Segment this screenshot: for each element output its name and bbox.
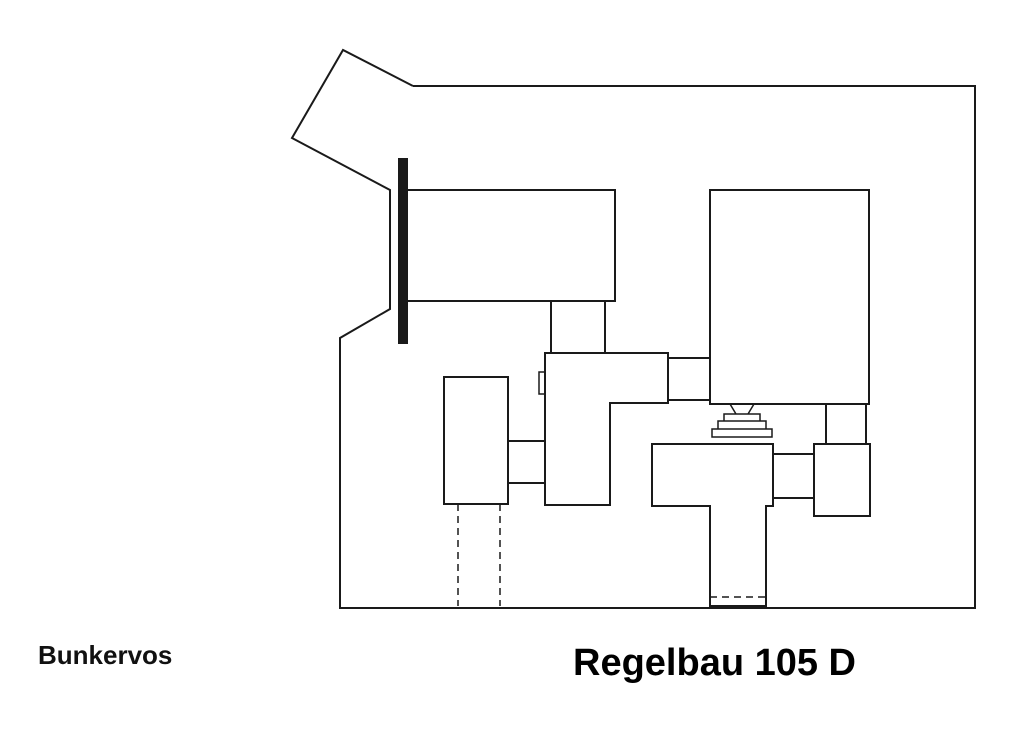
dashed-extension-left	[457, 504, 501, 606]
passage-left-center	[507, 440, 546, 484]
room-central	[544, 352, 669, 506]
entrance-armor-plate	[398, 158, 408, 344]
outer-outline	[290, 48, 976, 609]
stair-steps	[711, 403, 773, 438]
room-top-right	[709, 189, 870, 405]
passage-center-right	[667, 357, 711, 401]
central-room-notch	[538, 371, 546, 395]
room-left	[443, 376, 509, 505]
passage-lower-right	[772, 453, 815, 499]
credit-text: Bunkervos	[38, 640, 173, 670]
room-bottom-right	[813, 443, 871, 517]
corridor-right	[825, 403, 867, 445]
room-top-left	[405, 189, 616, 302]
corridor-upper	[550, 300, 606, 354]
plan-title: Regelbau 105 D	[573, 642, 856, 684]
room-lower-t	[651, 443, 774, 607]
